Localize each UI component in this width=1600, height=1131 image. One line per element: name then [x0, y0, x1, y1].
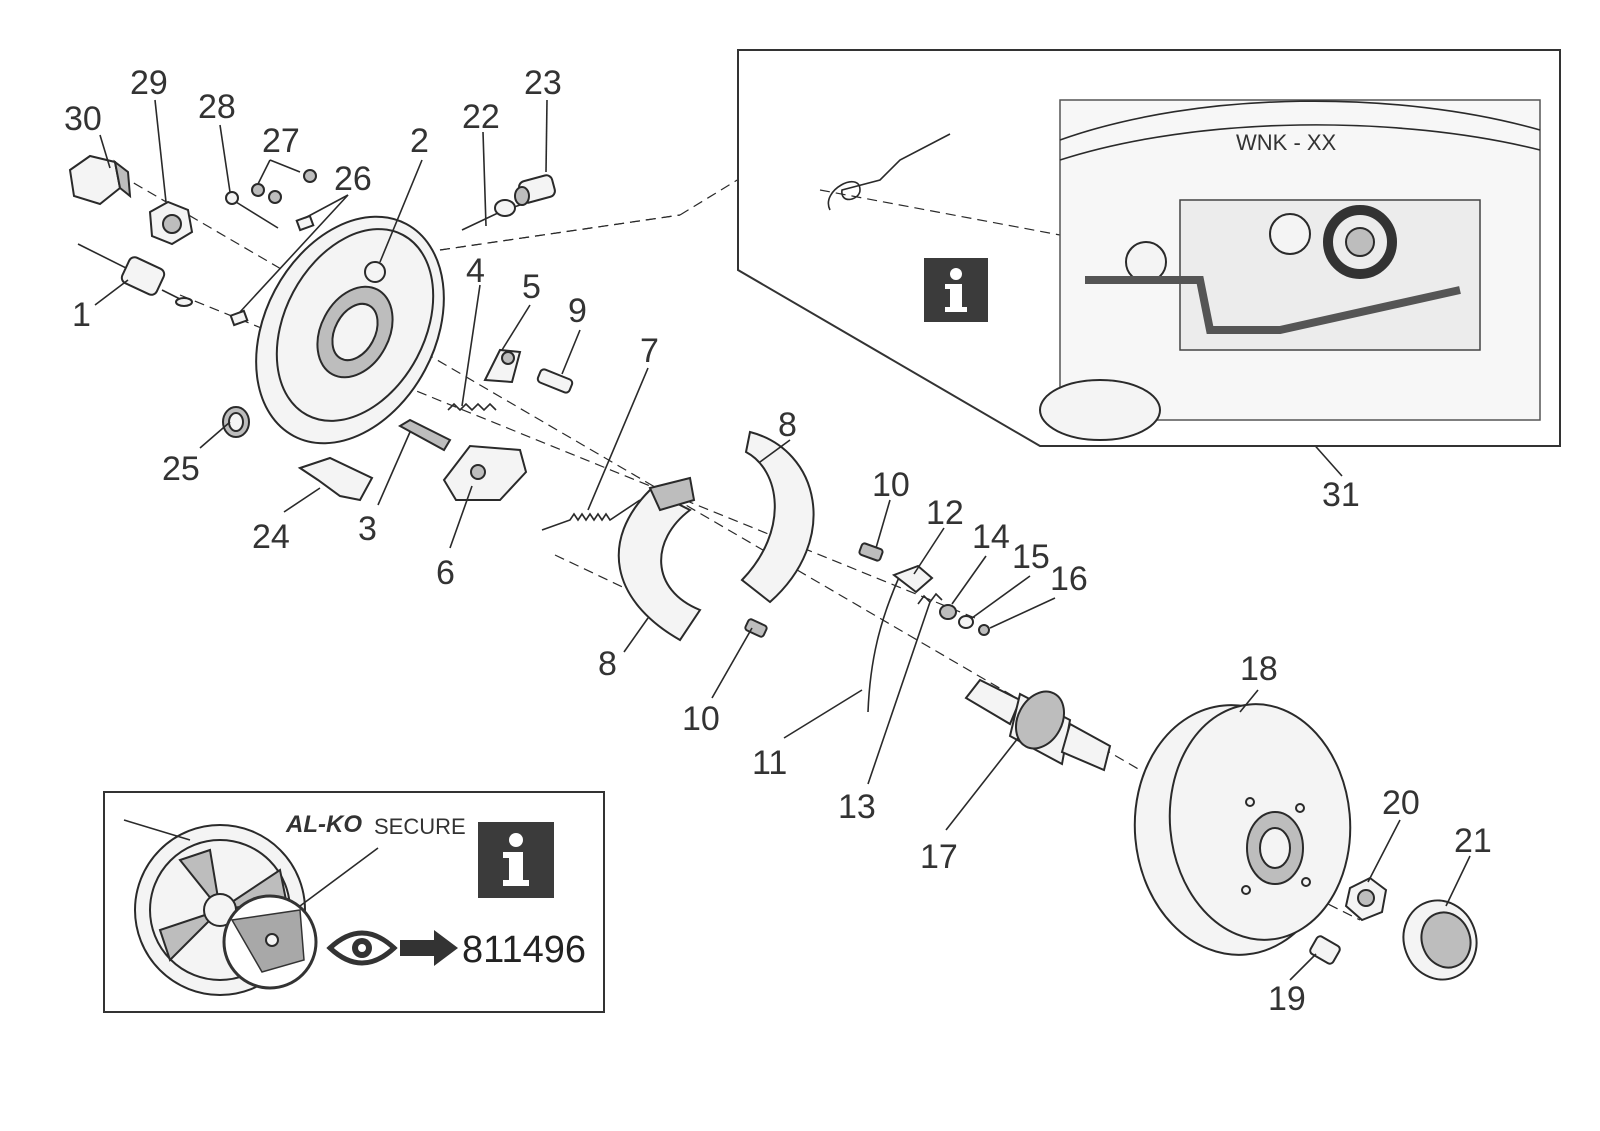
part-28-bolt — [225, 191, 279, 229]
reference-number: 811496 — [462, 929, 586, 971]
callout-leaders — [94, 99, 1471, 981]
part-3-adjuster — [397, 418, 452, 452]
part-12-bracket — [891, 564, 934, 594]
part-15-washer — [958, 615, 974, 629]
callout-10-top: 10 — [872, 466, 910, 504]
part-18-drum — [1133, 703, 1352, 956]
callout-15: 15 — [1012, 538, 1050, 576]
callout-22: 22 — [462, 98, 500, 136]
part-1-cable — [77, 243, 193, 307]
part-24-bracket — [297, 456, 374, 502]
callout-13: 13 — [838, 788, 876, 826]
part-14-nut — [939, 604, 957, 620]
callout-23: 23 — [524, 64, 562, 102]
callout-20: 20 — [1382, 784, 1420, 822]
callout-8-top: 8 — [778, 406, 797, 444]
part-4-spring — [447, 402, 497, 412]
wnk-marking: WNK - XX — [1236, 130, 1337, 155]
callout-1: 1 — [72, 296, 91, 334]
callout-21: 21 — [1454, 822, 1492, 860]
detail-inset-top: WNK - XX — [439, 49, 1561, 447]
part-11-lever — [867, 574, 901, 713]
part-10-spring-bottom — [744, 618, 768, 638]
part-6-assembly — [442, 444, 528, 501]
callout-11: 11 — [752, 744, 787, 782]
part-23-sensor — [514, 174, 556, 206]
callout-24: 24 — [252, 518, 290, 556]
part-26-clips — [229, 214, 315, 327]
callout-9: 9 — [568, 292, 587, 330]
part-7-spring — [541, 499, 641, 531]
part-8-shoe-right — [740, 430, 815, 604]
info-icon-bottom — [478, 822, 554, 898]
callout-31: 31 — [1322, 476, 1360, 514]
callout-16: 16 — [1050, 560, 1088, 598]
callout-4: 4 — [466, 252, 485, 290]
part-30-cap — [68, 154, 132, 206]
part-25-bush — [222, 406, 250, 438]
callout-19: 19 — [1268, 980, 1306, 1018]
callout-numbers: 1 2 3 4 5 6 7 8 8 9 10 10 11 12 13 14 15… — [64, 64, 1492, 1018]
callout-25: 25 — [162, 450, 200, 488]
info-icon — [924, 258, 988, 322]
callout-18: 18 — [1240, 650, 1278, 688]
callout-28: 28 — [198, 88, 236, 126]
callout-30: 30 — [64, 100, 102, 138]
callout-17: 17 — [920, 838, 958, 876]
callout-5: 5 — [522, 268, 541, 306]
callout-26: 26 — [334, 160, 372, 198]
callout-3: 3 — [358, 510, 377, 548]
part-9-pin — [536, 368, 574, 394]
part-21-cap — [1402, 899, 1478, 981]
callout-27: 27 — [262, 122, 300, 160]
secure-label: SECURE — [374, 814, 466, 839]
callout-8-bottom: 8 — [598, 645, 617, 683]
part-10-spring-top — [858, 542, 884, 562]
part-20-nut — [1344, 876, 1388, 922]
alko-logo: AL-KO — [285, 811, 362, 838]
part-22-clip — [461, 199, 521, 231]
part-17-stub-axle — [964, 678, 1112, 772]
callout-7: 7 — [640, 332, 659, 370]
part-2-backing-plate — [255, 215, 445, 445]
callout-10-bottom: 10 — [682, 700, 720, 738]
part-5-lever — [483, 348, 522, 384]
part-29-nut — [148, 200, 194, 246]
eye-icon — [326, 930, 398, 966]
part-19-bolt — [1309, 935, 1341, 965]
callout-2: 2 — [410, 122, 429, 160]
callout-29: 29 — [130, 64, 168, 102]
part-27-nuts — [251, 169, 317, 204]
arrow-right-icon — [400, 930, 458, 966]
callout-6: 6 — [436, 554, 455, 592]
callout-14: 14 — [972, 518, 1010, 556]
detail-inset-bottom: AL-KO SECURE 811496 — [103, 791, 605, 1013]
part-16-pin — [978, 624, 990, 636]
callout-12: 12 — [926, 494, 964, 532]
part-8-shoe-left — [617, 476, 702, 642]
